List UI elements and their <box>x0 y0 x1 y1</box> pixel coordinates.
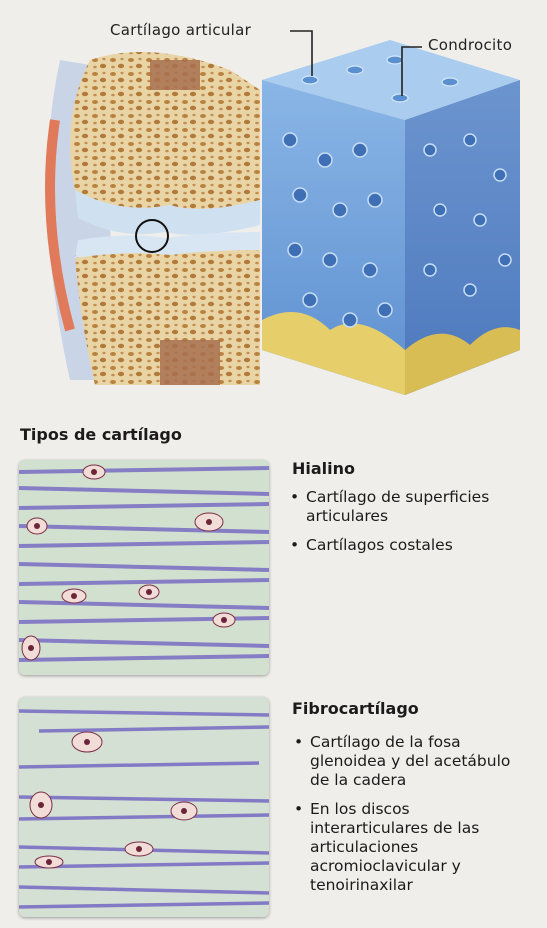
joint-illustration <box>0 0 547 410</box>
fibrocartilage-fibers-image <box>19 697 269 917</box>
list-item: Cartílagos costales <box>288 536 538 555</box>
label-chondrocyte: Condrocito <box>428 36 512 54</box>
hyaline-bullets: Cartílago de superficies articulares Car… <box>288 488 538 565</box>
hyaline-fibers-image <box>19 460 269 675</box>
knee-joint-diagram <box>0 0 547 410</box>
list-item: En los discos interarticulares de las ar… <box>292 800 532 895</box>
list-item: Cartílago de la fosa glenoidea y del ace… <box>292 733 532 790</box>
fibrocartilage-illustration <box>19 697 269 917</box>
hyaline-title: Hialino <box>292 459 355 478</box>
section-title: Tipos de cartílago <box>20 425 182 444</box>
fibrocartilage-bullets: Cartílago de la fosa glenoidea y del ace… <box>292 733 532 905</box>
label-articular-cartilage: Cartílago articular <box>110 21 251 39</box>
hyaline-illustration <box>19 460 269 675</box>
fibrocartilage-title: Fibrocartílago <box>292 699 419 718</box>
list-item: Cartílago de superficies articulares <box>288 488 538 526</box>
